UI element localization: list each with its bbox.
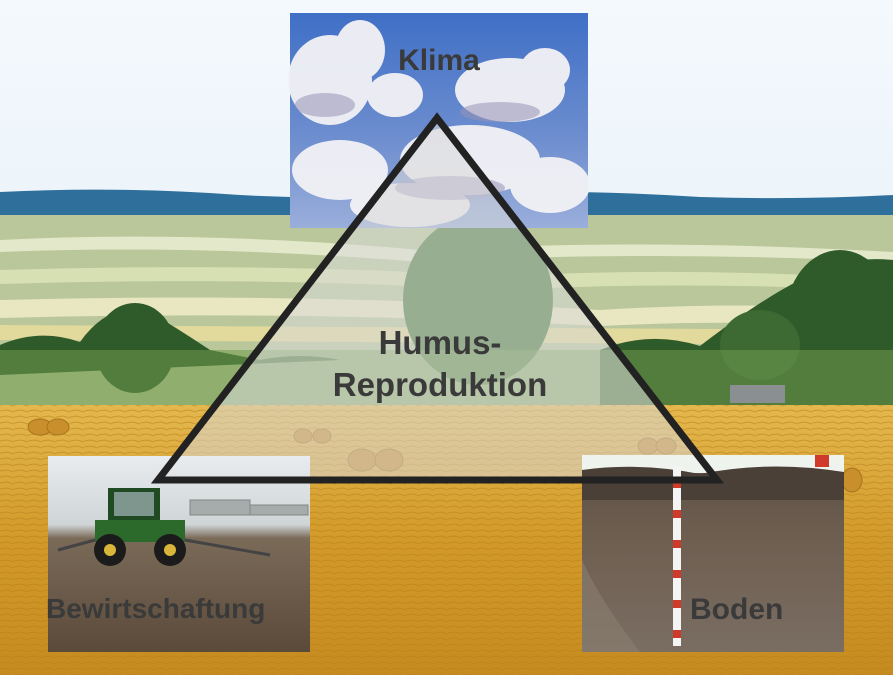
boden-photo [582,455,844,652]
boden-label: Boden [690,593,784,626]
klima-label: Klima [398,44,480,77]
humus-reproduktion-label: Humus- Reproduktion [250,322,630,406]
bewirtschaftung-photo [48,456,310,652]
triangle-fill [158,118,717,480]
tractor-icon [57,488,271,566]
center-label-line1: Humus- [378,324,502,361]
bewirtschaftung-label: Bewirtschaftung [46,593,266,624]
measuring-rod [673,466,681,646]
farm-shed [730,385,785,403]
triangle-outline [150,112,725,484]
center-label-line2: Reproduktion [332,366,548,403]
